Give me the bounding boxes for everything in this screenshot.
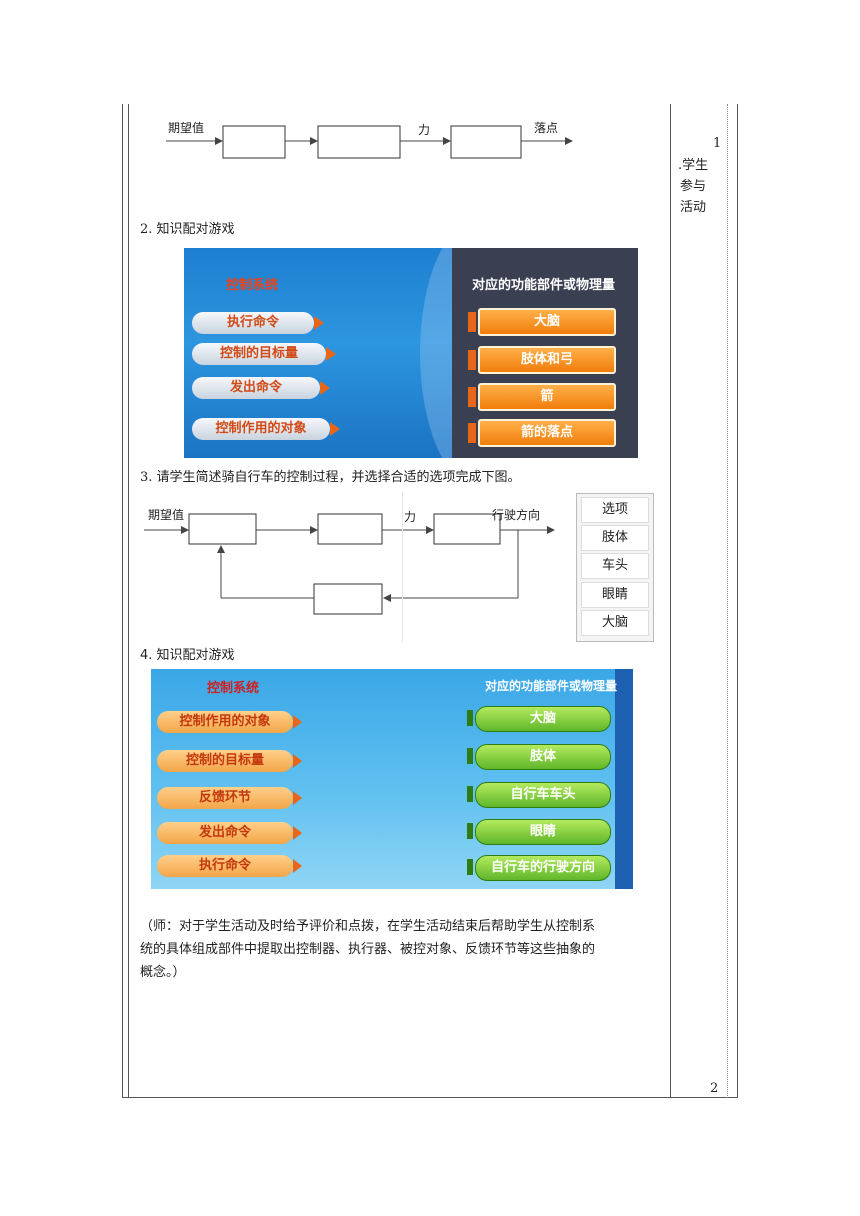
- option-item[interactable]: 肢体: [581, 525, 649, 551]
- diagram2-mid-label: 力: [404, 510, 417, 524]
- table-bottom-border: [122, 1097, 738, 1098]
- side-line-2: 参与: [680, 179, 707, 194]
- game2-right-item[interactable]: 自行车的行驶方向: [475, 855, 611, 881]
- diagram2-box-1: [188, 513, 257, 545]
- game1-pill-tip: [314, 316, 324, 330]
- matching-game-1: 控制系统 对应的功能部件或物理量 执行命令 控制的目标量 发出命令 控制作用的对…: [184, 248, 638, 458]
- options-header: 选项: [581, 497, 649, 523]
- diagram1-input-label: 期望值: [168, 121, 205, 135]
- game2-slot-tab: [467, 748, 473, 764]
- game2-left-item[interactable]: 发出命令: [157, 822, 293, 844]
- option-item[interactable]: 车头: [581, 553, 649, 579]
- game2-right-title: 对应的功能部件或物理量: [485, 679, 618, 693]
- section3-heading: 3. 请学生简述骑自行车的控制过程，并选择合适的选项完成下图。: [140, 470, 521, 485]
- game2-pill-tip: [293, 715, 302, 729]
- page-number: 2: [710, 1081, 719, 1096]
- game1-slot-tab: [468, 350, 476, 370]
- table-left-border-inner: [128, 104, 129, 1098]
- diagram1-box-1: [222, 125, 286, 159]
- game1-right-title: 对应的功能部件或物理量: [472, 278, 616, 293]
- game1-left-item[interactable]: 控制的目标量: [192, 343, 326, 365]
- game1-left-item[interactable]: 执行命令: [192, 312, 314, 334]
- game2-pill-tip: [293, 791, 302, 805]
- diagram2-feedback-box: [313, 583, 383, 615]
- diagram2-box-2: [317, 513, 383, 545]
- game2-pill-tip: [293, 754, 302, 768]
- option-item[interactable]: 眼睛: [581, 582, 649, 608]
- game1-left-item[interactable]: 发出命令: [192, 377, 320, 399]
- side-number: 1: [713, 136, 722, 151]
- game1-pill-tip: [330, 422, 340, 436]
- game2-pill-tip: [293, 859, 302, 873]
- game2-left-title: 控制系统: [207, 681, 260, 696]
- game2-right-item[interactable]: 大脑: [475, 706, 611, 732]
- diagram1-box-2: [317, 125, 401, 159]
- matching-game-2: 控制系统 对应的功能部件或物理量 控制作用的对象 控制的目标量 反馈环节 发出命…: [151, 669, 633, 889]
- game1-left-title: 控制系统: [226, 278, 279, 293]
- game2-left-item[interactable]: 执行命令: [157, 855, 293, 877]
- game2-slot-tab: [467, 710, 473, 726]
- diagram2-input-label: 期望值: [148, 508, 185, 522]
- game1-right-item[interactable]: 箭: [478, 383, 616, 411]
- game2-right-strip: [615, 669, 633, 889]
- teacher-note-line-1: （师：对于学生活动及时给予评价和点拨，在学生活动结束后帮助学生从控制系: [140, 919, 596, 934]
- game2-slot-tab: [467, 823, 473, 839]
- game2-pill-tip: [293, 826, 302, 840]
- teacher-note-line-2: 统的具体组成部件中提取出控制器、执行器、被控对象、反馈环节等这些抽象的: [140, 942, 596, 957]
- game2-left-item[interactable]: 控制作用的对象: [157, 711, 293, 733]
- game1-slot-tab: [468, 312, 476, 332]
- side-line-3: 活动: [680, 200, 707, 215]
- diagram1-output-label: 落点: [534, 121, 559, 135]
- section2-heading: 2. 知识配对游戏: [140, 222, 235, 237]
- diagram1-mid-label: 力: [418, 123, 431, 137]
- game1-right-item[interactable]: 箭的落点: [478, 419, 616, 447]
- game2-left-item[interactable]: 控制的目标量: [157, 750, 293, 772]
- game1-slot-tab: [468, 423, 476, 443]
- diagram2-output-label: 行驶方向: [492, 508, 541, 522]
- game2-left-item[interactable]: 反馈环节: [157, 787, 293, 809]
- diagram2-divider: [402, 492, 403, 642]
- game1-pill-tip: [320, 381, 330, 395]
- diagram1-box-3: [450, 125, 522, 159]
- teacher-note-line-3: 概念。）: [140, 965, 186, 980]
- block-diagram-1: [166, 125, 573, 159]
- table-right-border: [737, 104, 738, 1098]
- options-table: 选项 肢体 车头 眼睛 大脑: [576, 493, 654, 642]
- side-line-1: .学生: [678, 158, 709, 173]
- game2-slot-tab: [467, 859, 473, 875]
- game2-right-item[interactable]: 自行车车头: [475, 782, 611, 808]
- table-column-divider: [670, 104, 671, 1098]
- table-left-border: [122, 104, 123, 1098]
- game1-slot-tab: [468, 387, 476, 407]
- game1-right-item[interactable]: 大脑: [478, 308, 616, 336]
- game2-slot-tab: [467, 786, 473, 802]
- section4-heading: 4. 知识配对游戏: [140, 648, 235, 663]
- game1-right-item[interactable]: 肢体和弓: [478, 346, 616, 374]
- diagram2-box-3: [433, 513, 501, 545]
- game2-right-item[interactable]: 肢体: [475, 744, 611, 770]
- option-item[interactable]: 大脑: [581, 610, 649, 636]
- game1-left-item[interactable]: 控制作用的对象: [192, 418, 330, 440]
- block-diagram-2: [144, 513, 555, 615]
- side-dotted-line: [727, 104, 728, 1098]
- game1-pill-tip: [326, 347, 336, 361]
- game2-right-item[interactable]: 眼睛: [475, 819, 611, 845]
